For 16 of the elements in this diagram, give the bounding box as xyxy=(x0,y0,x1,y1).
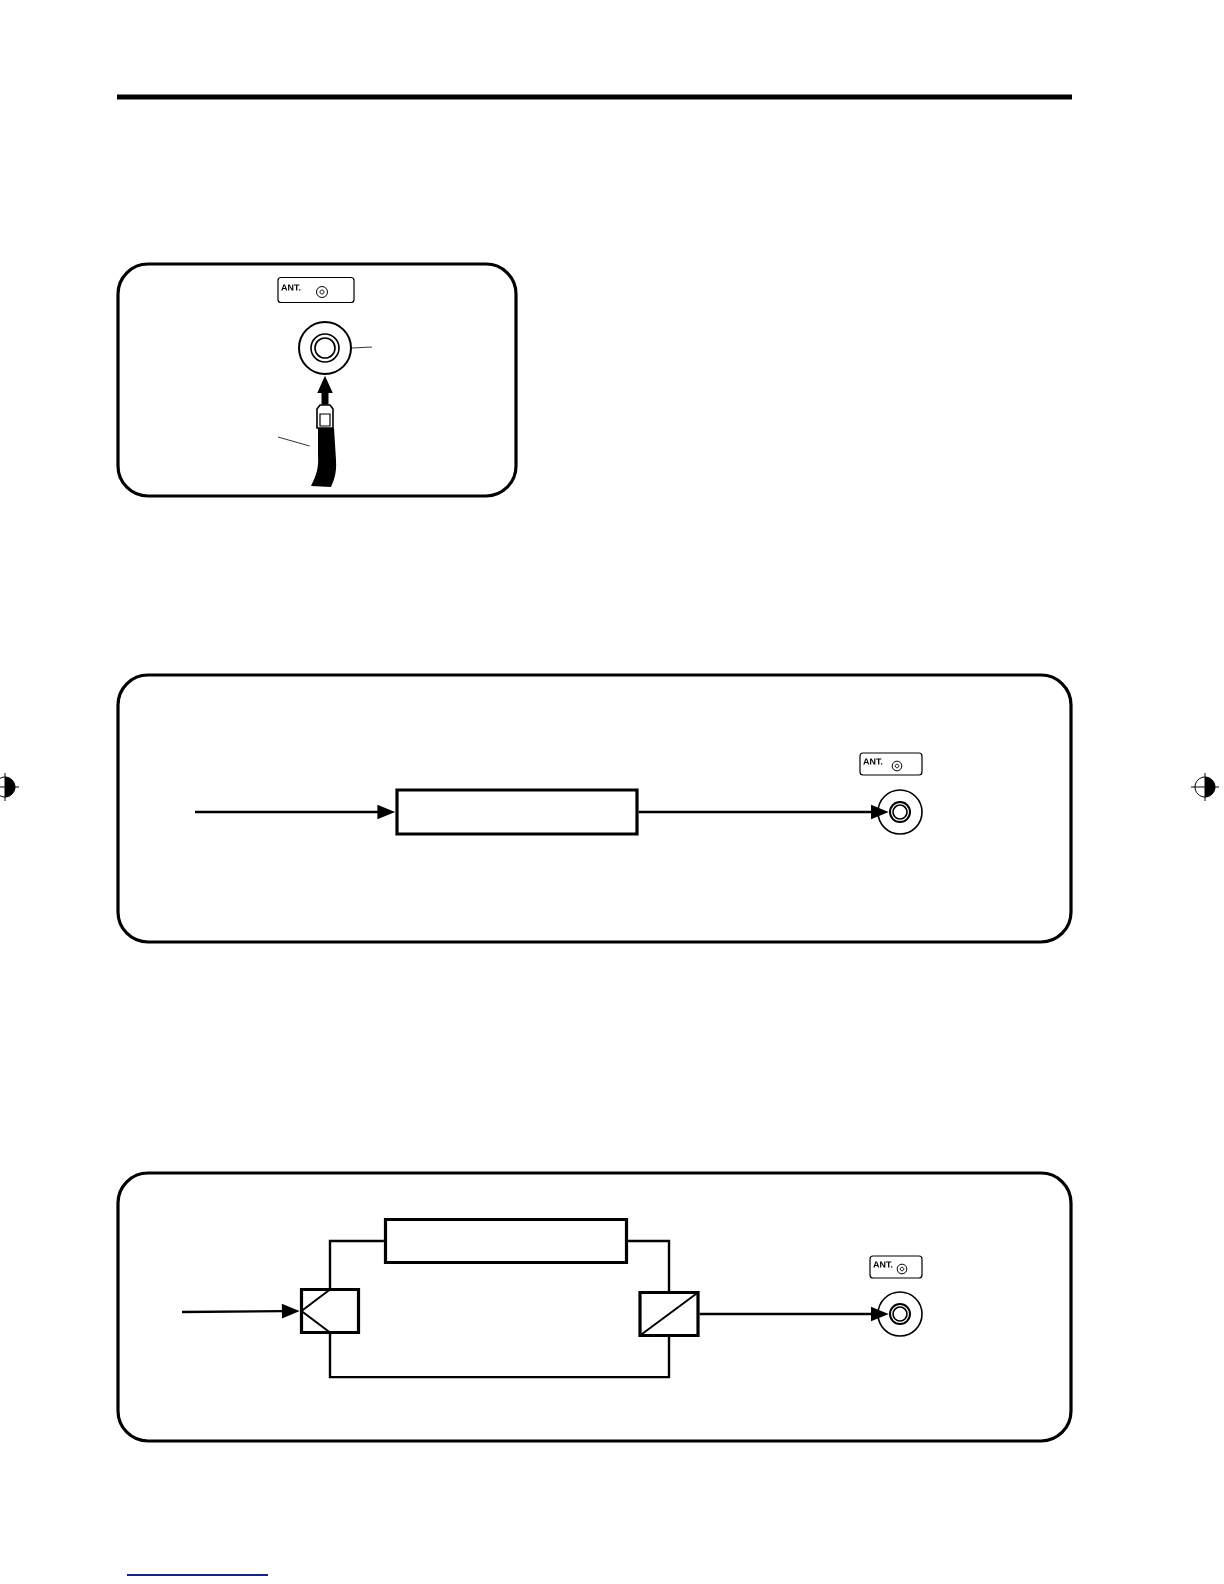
connector-line xyxy=(328,1239,384,1288)
port-plate: ANT. xyxy=(869,1255,923,1279)
port-plate: ANT. xyxy=(859,752,923,776)
antenna-jack xyxy=(877,1291,923,1337)
device-box xyxy=(395,788,639,836)
connector-line xyxy=(328,1334,671,1379)
leader-line xyxy=(277,436,310,447)
device-box xyxy=(383,1217,629,1265)
antenna-jack xyxy=(877,789,923,835)
splitter-box xyxy=(299,1287,361,1335)
antenna-jack xyxy=(298,321,352,375)
port-plate: ANT. xyxy=(277,276,355,304)
combiner-box xyxy=(638,1290,700,1338)
leader-line xyxy=(351,346,373,349)
cable-drawing xyxy=(311,404,337,487)
connector-line xyxy=(628,1239,671,1291)
